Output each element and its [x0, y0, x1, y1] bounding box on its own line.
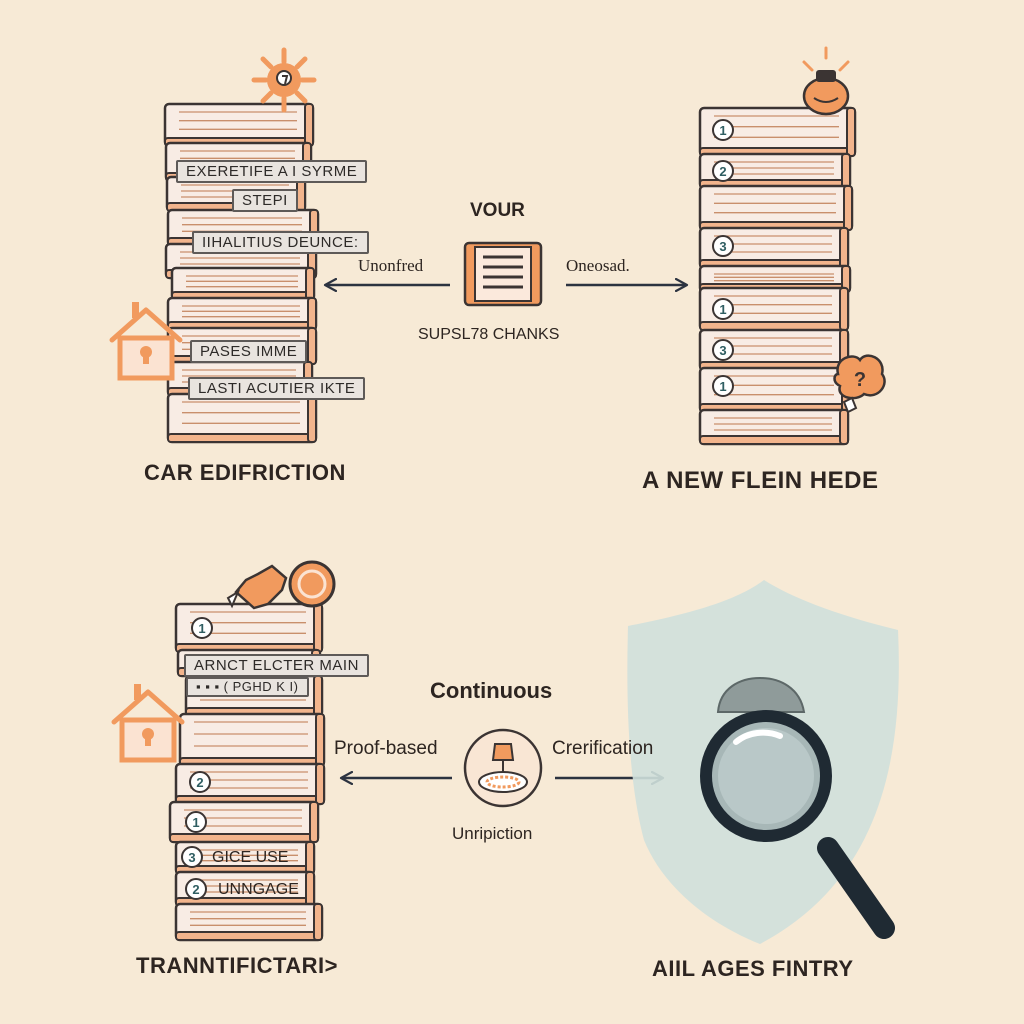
center-title-top: VOUR [470, 200, 525, 221]
lock-house-icon [109, 302, 183, 381]
volume-badge-tr-4 [712, 298, 734, 320]
book-bl-9 [174, 902, 324, 942]
volume-number-bl-2: 2 [196, 775, 203, 790]
book-bl-6 [168, 800, 320, 844]
spine-label-bl-3: GICE USE [212, 849, 289, 866]
svg-text:?: ? [854, 369, 866, 391]
center-title-bottom: Continuous [430, 678, 553, 703]
book-tl-6 [170, 266, 316, 302]
book-tr-6 [698, 286, 850, 332]
center-bottom-label-bottom: Unripiction [452, 824, 533, 843]
document-icon [463, 241, 543, 307]
volume-badge-bl-1 [191, 617, 213, 639]
center-right-label-top: Oneosad. [566, 256, 630, 275]
book-tl-10 [166, 392, 318, 444]
center-right-label-bottom: Crerification [552, 738, 654, 759]
volume-number-tr-6: 1 [719, 379, 726, 394]
volume-badge-bl-2 [189, 771, 211, 793]
center-left-label-bottom: Proof-based [334, 738, 438, 759]
center-left-label-top: Unonfred [358, 256, 424, 275]
scanner-icon [463, 728, 543, 808]
book-bl-4 [178, 712, 326, 768]
robot-head-icon [802, 46, 850, 116]
spine-label-tl-3: IIHALITIUS DEUNCE: [192, 231, 369, 254]
volume-number-bl-4: 3 [188, 850, 195, 865]
volume-badge-tr-1 [712, 119, 734, 141]
volume-badge-tr-5 [712, 339, 734, 361]
lock-house-icon [111, 684, 185, 763]
spine-label-bl-4: UNNGAGE [218, 881, 299, 898]
question-bubble-icon: ? [833, 354, 886, 414]
spine-label-tl-4: PASES IMME [190, 340, 308, 363]
volume-number-bl-5: 2 [192, 882, 199, 897]
volume-badge-tr-3 [712, 235, 734, 257]
spine-label-tl-1: EXERETIFE A I SYRME [176, 160, 368, 183]
volume-number-bl-1: 1 [198, 621, 205, 636]
book-tl-1 [163, 102, 315, 148]
caption-bottom-right: AIIL AGES FINTRY [652, 956, 854, 981]
volume-badge-bl-3 [185, 811, 207, 833]
volume-badge-tr-6 [712, 375, 734, 397]
volume-number-tr-4: 1 [719, 302, 726, 317]
spine-label-tl-2: STEPI [232, 189, 298, 212]
book-tl-7 [166, 296, 318, 332]
volume-number-tr-1: 1 [719, 123, 726, 138]
spine-label-bl-1: ARNCT ELCTER MAIN [184, 654, 369, 677]
virus-icon [251, 47, 317, 113]
volume-number-tr-2: 2 [719, 164, 726, 179]
magnifier-icon [700, 676, 895, 939]
volume-number-bl-3: 1 [192, 815, 199, 830]
caption-bottom-left: TRANNTIFICTARI> [136, 953, 339, 978]
book-tr-9 [698, 408, 850, 446]
spine-label-bl-2: ▪ ▪ ▪ ( PGHD K I) [186, 677, 309, 697]
book-bl-7 [174, 840, 316, 876]
book-tr-3 [698, 184, 854, 232]
caption-top-right: A NEW FLEIN HEDE [642, 467, 879, 494]
book-tr-5 [698, 264, 852, 294]
volume-number-tr-5: 3 [719, 343, 726, 358]
spine-label-tl-5: LASTI ACUTIER IKTE [188, 377, 366, 400]
volume-badge-bl-5 [185, 878, 207, 900]
book-stack-top-right: 1 2 3 1 3 1 [698, 106, 857, 446]
caption-top-left: CAR EDIFRICTION [144, 460, 346, 485]
volume-number-tr-3: 3 [719, 239, 726, 254]
book-bl-8 [174, 870, 316, 908]
broken-badge-icon [226, 560, 336, 610]
volume-badge-bl-4 [181, 846, 203, 868]
center-bottom-label-top: SUPSL78 CHANKS [418, 326, 560, 343]
volume-badge-tr-2 [712, 160, 734, 182]
